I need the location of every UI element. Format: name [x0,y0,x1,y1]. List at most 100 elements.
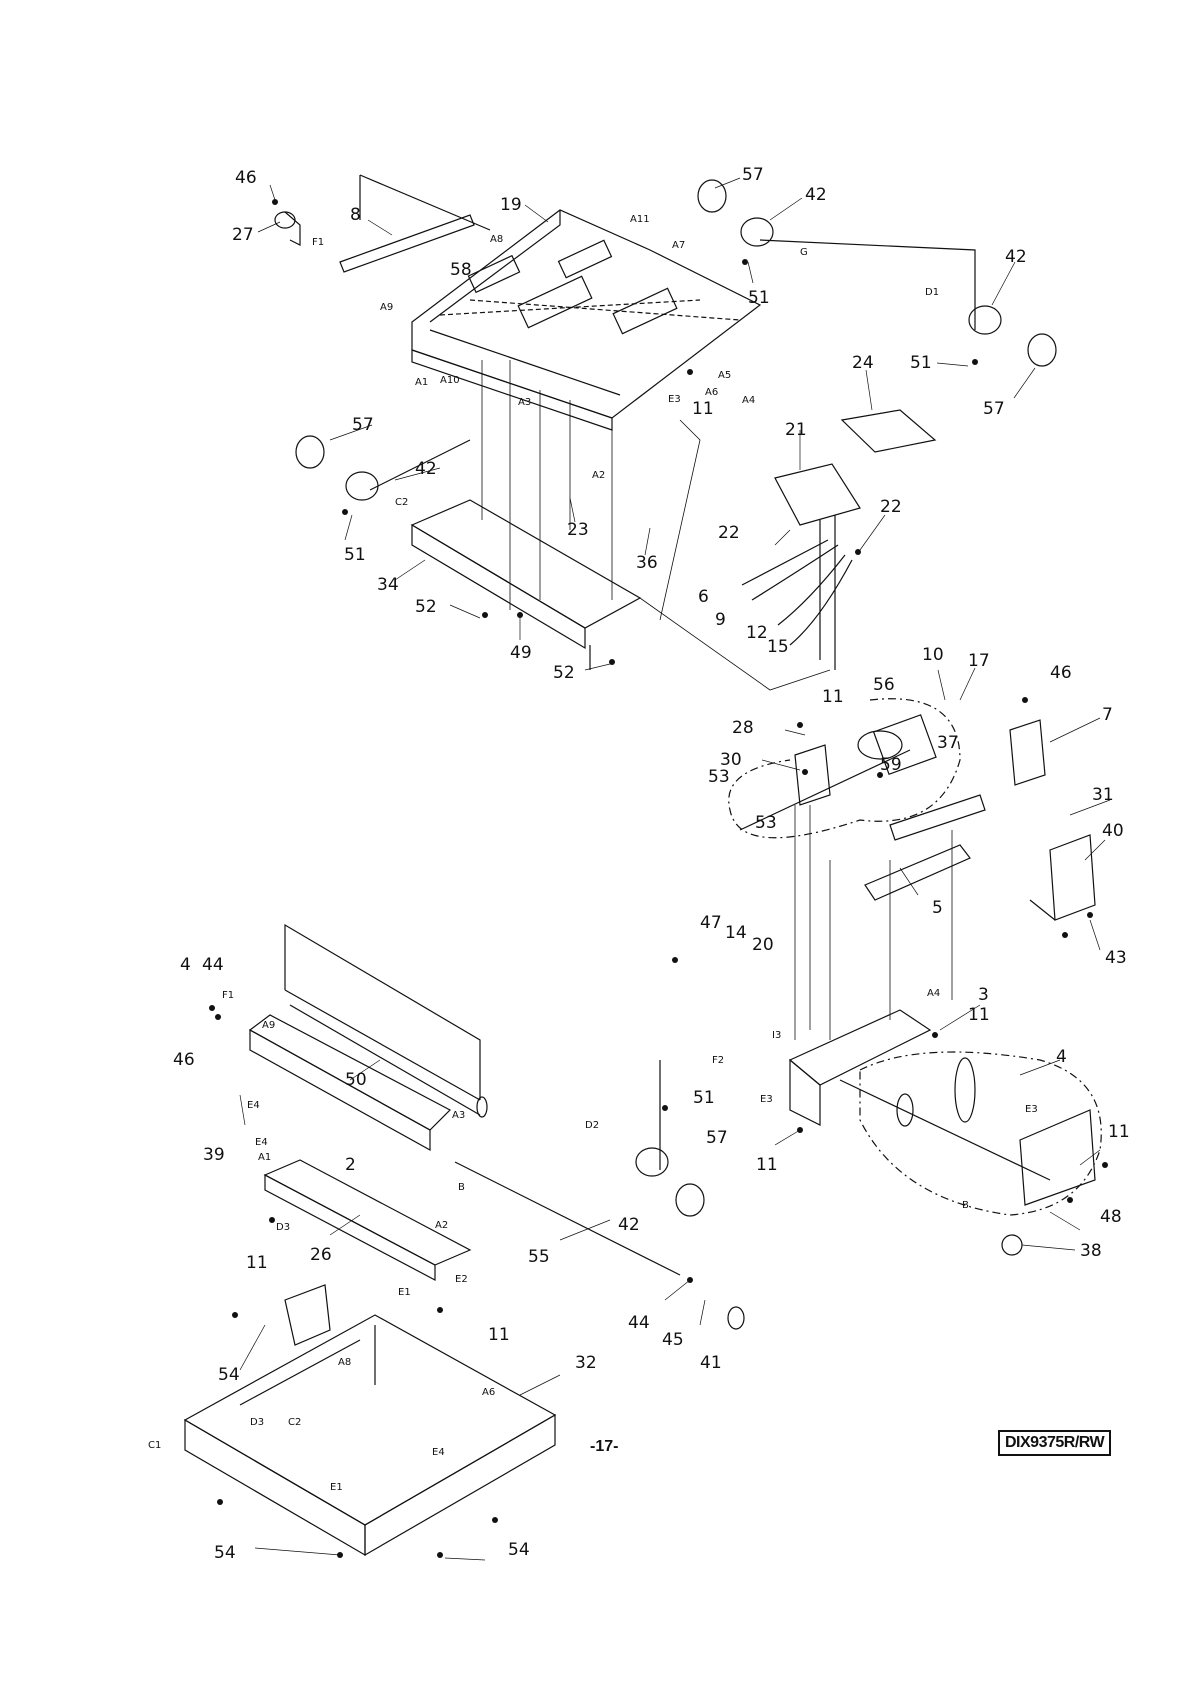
part-24-pad [840,409,937,453]
label-51: 51 [693,1088,715,1108]
ref-e4: E4 [255,1137,268,1148]
ref-g: F1 [312,237,324,248]
label-19: 19 [500,195,522,215]
ref-a9: A9 [380,302,393,313]
ref-a10: A10 [440,375,460,386]
label-35: 44 [628,1313,650,1333]
label-30: 30 [720,750,742,770]
label-5: 5 [932,898,943,918]
label-58: 58 [450,260,472,280]
label-49: 49 [510,643,532,663]
label-57: 57 [352,415,374,435]
bracket-part-8 [339,174,491,273]
ref-d1: C2 [395,497,408,508]
fasteners [209,199,1108,1558]
label-40: 40 [1102,821,1124,841]
label-59: 59 [880,755,902,775]
label-38: 38 [1080,1241,1102,1261]
label-48: 48 [1100,1207,1122,1227]
ref-e2: E1 [330,1482,343,1493]
label-41: 41 [700,1353,722,1373]
ref-b: B [458,1182,465,1193]
label-11: 9 [715,610,726,630]
label-46: 46 [1050,663,1072,683]
ref-f2: E4 [432,1447,445,1458]
ref-e3: E3 [760,1094,773,1105]
ref-a1: A1 [415,377,428,388]
label-54: 54 [214,1543,236,1563]
label-51: 51 [910,353,932,373]
gear-assembly-4 [839,1051,1102,1216]
ref-a5: A5 [718,370,731,381]
label-3: 3 [978,985,989,1005]
part-number-labels: 46 27 8 19 58 57 42 51 42 24 51 57 11 57… [173,165,1130,1563]
motor-assembly-17 [728,698,961,839]
ref-a7: A7 [672,240,685,251]
ref-a4: A4 [927,988,940,999]
wire-harness [741,539,853,646]
label-46: 46 [173,1050,195,1070]
ref-a8: A8 [490,234,503,245]
label-55: 55 [528,1247,550,1267]
label-24: 24 [852,353,874,373]
bushing-assemblies [295,179,1057,1217]
ref-a2: A2 [435,1220,448,1231]
label-21: 21 [785,420,807,440]
part-3-base [788,1009,932,1126]
connector-lines-top [481,360,831,691]
label-54: 54 [508,1540,530,1560]
label-32: 32 [575,1353,597,1373]
label-56: 11 [968,1005,990,1025]
label-56: 11 [756,1155,778,1175]
label-8: 8 [350,205,361,225]
label-42: 42 [1005,247,1027,267]
label-22: 22 [880,497,902,517]
label-42: 42 [415,459,437,479]
ref-c1: C1 [148,1440,161,1451]
ref-a1: A1 [258,1152,271,1163]
ref-e1: D3 [276,1222,290,1233]
label-56: 11 [488,1325,510,1345]
shaft-55 [454,1161,681,1276]
leader-lines [239,177,1111,1561]
label-42: 42 [805,185,827,205]
model-badge: DIX9375R/RW [998,1430,1112,1456]
ref-e1: D3 [250,1417,264,1428]
part-5-slider [864,794,986,901]
roller-41 [727,1306,745,1330]
ref-k: G [800,247,808,258]
reference-marks: F1 A8 A11 A7 G D1 A9 A1 A10 A5 A6 A4 E3 … [148,214,1038,1493]
label-56: 11 [822,687,844,707]
label-7: 7 [1102,705,1113,725]
label-54: 54 [218,1365,240,1385]
ref-a6: A6 [482,1387,495,1398]
bottom-chassis-32 [183,1284,557,1557]
part-2-arm [248,1014,451,1152]
part-27 [274,211,301,246]
label-28: 28 [732,718,754,738]
label-17: 56 [873,675,895,695]
connector-lines-middle [794,805,953,1040]
label-6: 6 [698,587,709,607]
label-35: 44 [202,955,224,975]
label-31: 31 [1092,785,1114,805]
ref-e4: E4 [247,1100,260,1111]
label-46: 46 [235,168,257,188]
label-44: 4 [180,955,191,975]
ref-e2: E1 [398,1287,411,1298]
label-57: 57 [983,399,1005,419]
label-14: 14 [725,923,747,943]
part-26-plate [263,1159,472,1281]
part-21-board [774,463,861,670]
label-37: 37 [937,733,959,753]
guide-shafts-50 [284,923,488,1118]
label-52: 52 [553,663,575,683]
ref-a4: A4 [742,395,755,406]
part-38-spring [1001,1234,1023,1256]
label-42: 42 [618,1215,640,1235]
ref-d3: D1 [925,287,939,298]
ref-a11: A11 [630,214,650,225]
ref-e3: E2 [455,1274,468,1285]
ref-a9: A9 [262,1020,275,1031]
